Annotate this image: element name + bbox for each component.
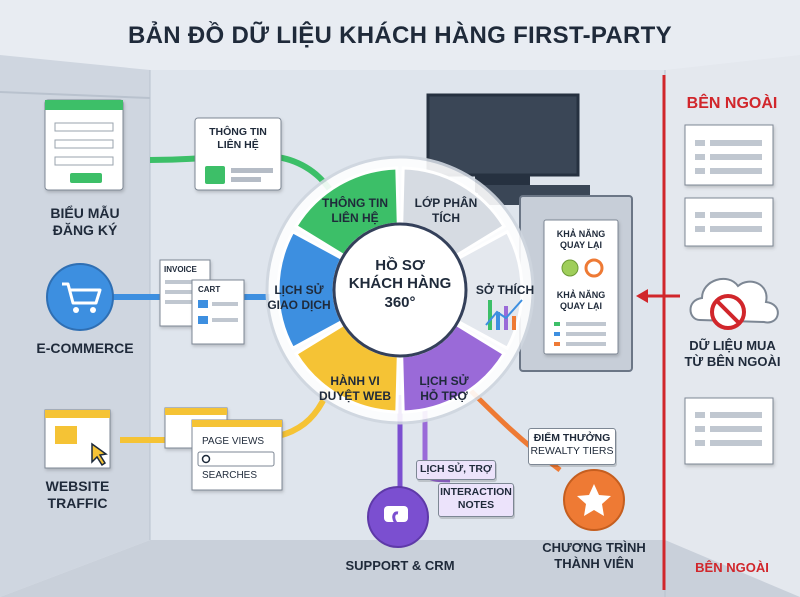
bought-data-line-2: TỪ BÊN NGOÀI	[684, 353, 781, 369]
phone-chat-icon	[367, 486, 429, 548]
signup-line-1: BIỂU MẪU	[50, 205, 120, 221]
bought-data-label: DỮ LIỆU MUA TỪ BÊN NGOÀI	[670, 338, 795, 370]
hub-label: HỒ SƠ KHÁCH HÀNG 360°	[340, 257, 460, 312]
page-title: BẢN ĐỒ DỮ LIỆU KHÁCH HÀNG FIRST-PARTY	[128, 22, 672, 49]
external-bottom-label: BÊN NGOÀI	[695, 560, 769, 575]
segment-transactions-label: LỊCH SỬ GIAO DỊCH	[264, 283, 334, 313]
cart-receipt-icon	[191, 279, 245, 345]
web-stats-icon	[164, 407, 283, 491]
loyalty-line-2: THÀNH VIÊN	[554, 555, 634, 571]
analytics-item-2-line-2: QUAY LẠI	[559, 301, 602, 312]
reward-points-card: ĐIỂM THƯỞNG REWALTY TIERS	[528, 428, 616, 465]
contact-card-line-1: THÔNG TIN	[209, 126, 267, 138]
trend-chart-icon	[485, 299, 523, 330]
analytics-item-2-line-1: KHẢ NĂNG	[556, 290, 606, 300]
page-views-label: PAGE VIEWS	[202, 436, 265, 447]
external-doc-icon-3	[684, 397, 774, 465]
cart-icon	[46, 263, 114, 331]
analytics-item-1: KHẢ NĂNG QUAY LẠI	[546, 229, 616, 252]
ecommerce-label: E-COMMERCE	[36, 340, 134, 356]
segment-preferences-label: SỞ THÍCH	[475, 283, 535, 297]
segment-support-line-2: HỖ TRỢ	[420, 389, 468, 403]
interaction-notes-line-1: INTERACTION	[440, 486, 512, 498]
reward-card-line-1: ĐIỂM THƯỞNG	[533, 432, 611, 444]
reward-card-line-2: REWALTY TIERS	[530, 445, 614, 458]
segment-contact-label: THÔNG TIN LIÊN HỆ	[310, 196, 400, 226]
segment-browsing-line-1: HÀNH VI	[330, 374, 380, 388]
loyalty-label: CHƯƠNG TRÌNH THÀNH VIÊN	[530, 540, 658, 572]
segment-support-line-1: LỊCH SỬ	[419, 374, 469, 388]
loyalty-line-1: CHƯƠNG TRÌNH	[542, 540, 646, 555]
segment-contact-line-1: THÔNG TIN	[322, 196, 388, 210]
analytics-panel	[543, 219, 619, 355]
segment-contact-line-2: LIÊN HỆ	[331, 211, 379, 225]
web-traffic-line-2: TRAFFIC	[47, 495, 108, 512]
analytics-item-1-line-1: KHẢ NĂNG	[556, 229, 606, 239]
segment-analysis-line-2: TÍCH	[432, 211, 460, 225]
hub-line-1: HỒ SƠ	[375, 257, 425, 274]
analytics-item-2: KHẢ NĂNG QUAY LẠI	[546, 290, 616, 313]
external-top-label: BÊN NGOÀI	[686, 95, 778, 112]
interaction-notes-card: INTERACTION NOTES	[438, 483, 514, 517]
blocked-arrow-head	[636, 289, 648, 303]
external-doc-icon-1	[684, 124, 774, 186]
floor	[0, 540, 800, 597]
bought-data-line-1: DỮ LIỆU MUA	[689, 338, 776, 353]
browser-window-icon	[44, 409, 111, 469]
segment-transactions-line-1: LỊCH SỬ	[274, 283, 324, 297]
cart-label: CART	[198, 285, 221, 294]
blocked-cloud-icon	[689, 277, 779, 330]
segment-browsing-label: HÀNH VI DUYỆT WEB	[310, 374, 400, 404]
interaction-notes-line-2: NOTES	[457, 499, 495, 512]
signup-form-icon	[44, 99, 124, 191]
signup-label: BIỂU MẪU ĐĂNG KÝ	[25, 205, 145, 239]
web-traffic-line-1: WEBSITE	[45, 478, 110, 494]
contact-card-line-2: LIÊN HỆ	[217, 139, 259, 152]
analytics-item-1-line-2: QUAY LẠI	[559, 240, 602, 251]
web-traffic-label: WEBSITE TRAFFIC	[25, 478, 130, 512]
signup-line-2: ĐĂNG KÝ	[52, 222, 118, 239]
contact-info-card: THÔNG TIN LIÊN HỆ	[196, 126, 280, 152]
hub-circle	[332, 222, 468, 358]
external-doc-icon-2	[684, 197, 774, 247]
star-badge-icon	[563, 469, 625, 531]
segment-transactions-line-2: GIAO DỊCH	[267, 298, 331, 312]
segment-analysis-label: LỚP PHÂN TÍCH	[402, 196, 490, 226]
invoice-label: INVOICE	[164, 265, 197, 274]
hub-line-3: 360°	[384, 293, 416, 311]
segment-browsing-line-2: DUYỆT WEB	[319, 389, 391, 403]
segment-analysis-line-1: LỚP PHÂN	[414, 196, 478, 210]
support-history-card: LỊCH SỬ, TRỢ	[416, 460, 496, 480]
contact-card-icon	[194, 117, 282, 191]
searches-label: SEARCHES	[202, 470, 258, 481]
hub-line-2: KHÁCH HÀNG	[348, 275, 452, 293]
segment-support-label: LỊCH SỬ HỖ TRỢ	[404, 374, 484, 404]
support-crm-label: SUPPORT & CRM	[345, 558, 455, 573]
